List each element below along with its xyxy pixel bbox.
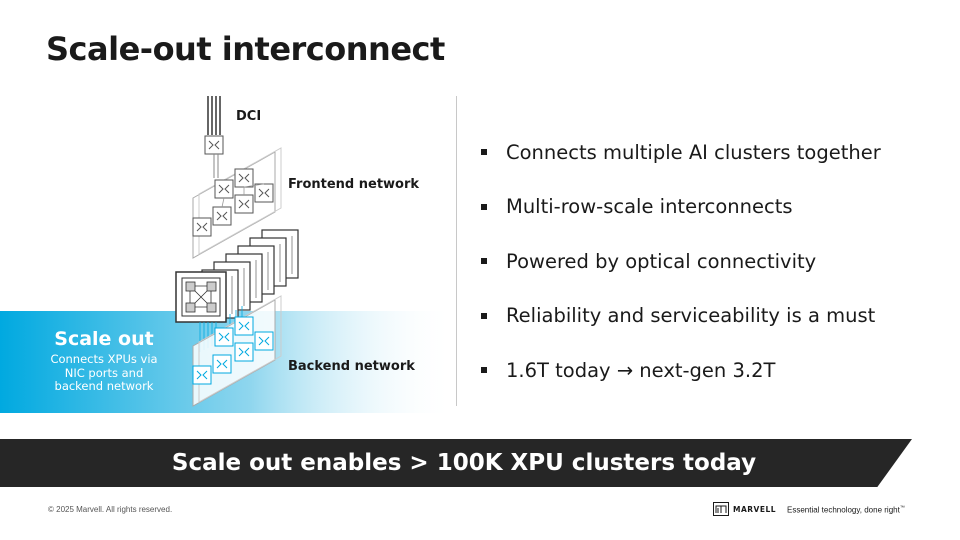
bullet-square-icon <box>481 258 487 265</box>
logo-text: MARVELL <box>733 504 777 514</box>
tagline-text: Essential technology, done right <box>787 505 900 515</box>
frontend-network-label: Frontend network <box>288 177 420 192</box>
bullet-text: 1.6T today → next-gen 3.2T <box>506 358 776 382</box>
bullet-item: Connects multiple AI clusters together <box>478 125 881 180</box>
xpu-node-icon <box>175 271 227 323</box>
marvell-logo-icon <box>713 502 729 516</box>
backend-network-label: Backend network <box>288 359 415 374</box>
frontend-network-plane <box>192 147 282 259</box>
network-diagram-graphic <box>0 96 455 413</box>
bullet-square-icon <box>481 367 487 374</box>
backend-network-plane <box>192 295 282 407</box>
banner-background <box>0 439 912 487</box>
bullet-item: 1.6T today → next-gen 3.2T <box>478 343 881 398</box>
tagline: Essential technology, done right™ <box>787 505 905 515</box>
scale-out-description: Connects XPUs via NIC ports and backend … <box>50 352 158 393</box>
dci-switch-icon <box>204 135 224 155</box>
bullet-text: Reliability and serviceability is a must <box>506 304 876 328</box>
bullet-item: Multi-row-scale interconnects <box>478 180 881 235</box>
bullet-text: Powered by optical connectivity <box>506 249 817 273</box>
bullet-text: Multi-row-scale interconnects <box>506 195 793 219</box>
bullet-item: Reliability and serviceability is a must <box>478 289 881 344</box>
slide-title: Scale-out interconnect <box>46 30 445 68</box>
copyright-text: © 2025 Marvell. All rights reserved. <box>48 505 173 514</box>
bullet-text: Connects multiple AI clusters together <box>506 140 881 164</box>
scale-out-diagram: DCI Frontend network Backend network <box>0 90 460 420</box>
trademark-mark: ™ <box>899 505 905 511</box>
banner-text: Scale out enables > 100K XPU clusters to… <box>171 450 757 476</box>
bullet-square-icon <box>481 312 487 319</box>
dci-label: DCI <box>236 109 262 124</box>
bullet-item: Powered by optical connectivity <box>478 234 881 289</box>
column-divider <box>456 96 457 406</box>
scale-out-title: Scale out <box>54 328 154 350</box>
bullet-square-icon <box>481 203 487 210</box>
marvell-logo: MARVELL <box>713 502 776 516</box>
bullet-square-icon <box>481 149 487 156</box>
bullet-list: Connects multiple AI clusters together M… <box>478 125 881 398</box>
dci-fibers <box>207 96 221 135</box>
